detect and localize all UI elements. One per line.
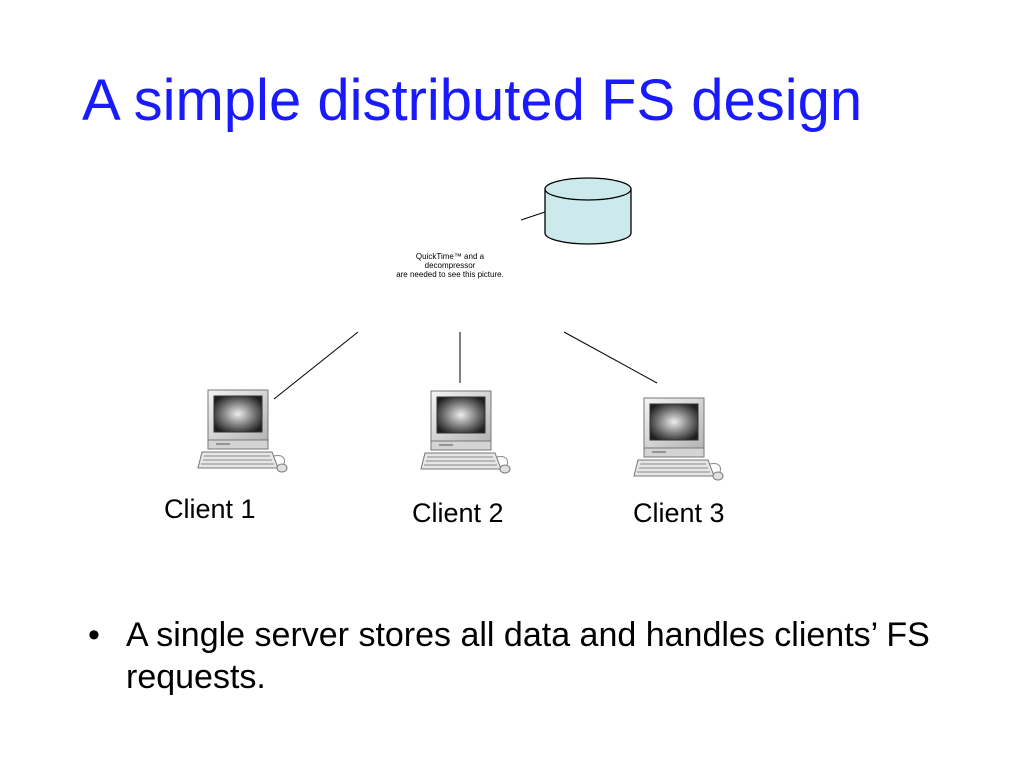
client-1-label: Client 1 xyxy=(164,494,256,524)
connector-client-3 xyxy=(563,331,658,384)
client-2-label: Client 2 xyxy=(412,498,504,528)
bullet-glyph: • xyxy=(88,616,100,654)
placeholder-line-1: QuickTime™ and a xyxy=(415,252,485,261)
bullet-item: • A single server stores all data and ha… xyxy=(88,614,948,698)
placeholder-line-2: decompressor xyxy=(424,261,476,270)
server-image-placeholder: QuickTime™ and a decompressor are needed… xyxy=(360,252,540,279)
connector-client-1 xyxy=(273,331,359,400)
desktop-computer-icon xyxy=(197,389,288,473)
connector-server-storage xyxy=(520,210,549,221)
placeholder-line-3: are needed to see this picture. xyxy=(396,270,504,279)
database-cylinder-icon xyxy=(544,177,632,245)
desktop-computer-icon xyxy=(633,397,724,481)
bullet-list: • A single server stores all data and ha… xyxy=(88,614,948,698)
slide-title: A simple distributed FS design xyxy=(82,68,863,133)
bullet-text: A single server stores all data and hand… xyxy=(126,616,930,696)
client-3-label: Client 3 xyxy=(633,498,725,528)
desktop-computer-icon xyxy=(420,390,511,474)
